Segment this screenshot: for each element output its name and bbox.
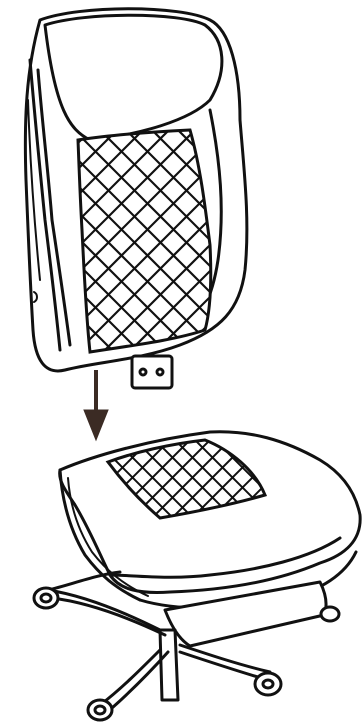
mesh-line (277, 125, 363, 360)
mesh-line (251, 125, 363, 360)
base-leg-front-2 (112, 652, 168, 708)
mesh-line (329, 125, 363, 360)
mesh-line (277, 125, 363, 360)
mounting-bracket (132, 356, 172, 388)
bracket-hole-left (140, 369, 146, 375)
base-leg-front (100, 650, 160, 705)
mesh-line (329, 125, 363, 360)
mesh-line (303, 125, 363, 360)
caster-wheel (88, 700, 112, 720)
base-leg-right-2 (180, 652, 268, 680)
caster-wheel (321, 607, 339, 621)
caster-wheel (34, 588, 58, 608)
mesh-line (355, 125, 363, 360)
caster-wheel (255, 673, 281, 695)
mesh-outline (78, 130, 211, 352)
bracket-hole-right (157, 369, 163, 375)
down-arrow-icon (84, 370, 108, 440)
bracket-plate (132, 356, 172, 388)
mesh-line (355, 125, 363, 360)
mesh-line (303, 125, 363, 360)
gas-cylinder (160, 630, 178, 700)
mesh-line (251, 125, 363, 360)
